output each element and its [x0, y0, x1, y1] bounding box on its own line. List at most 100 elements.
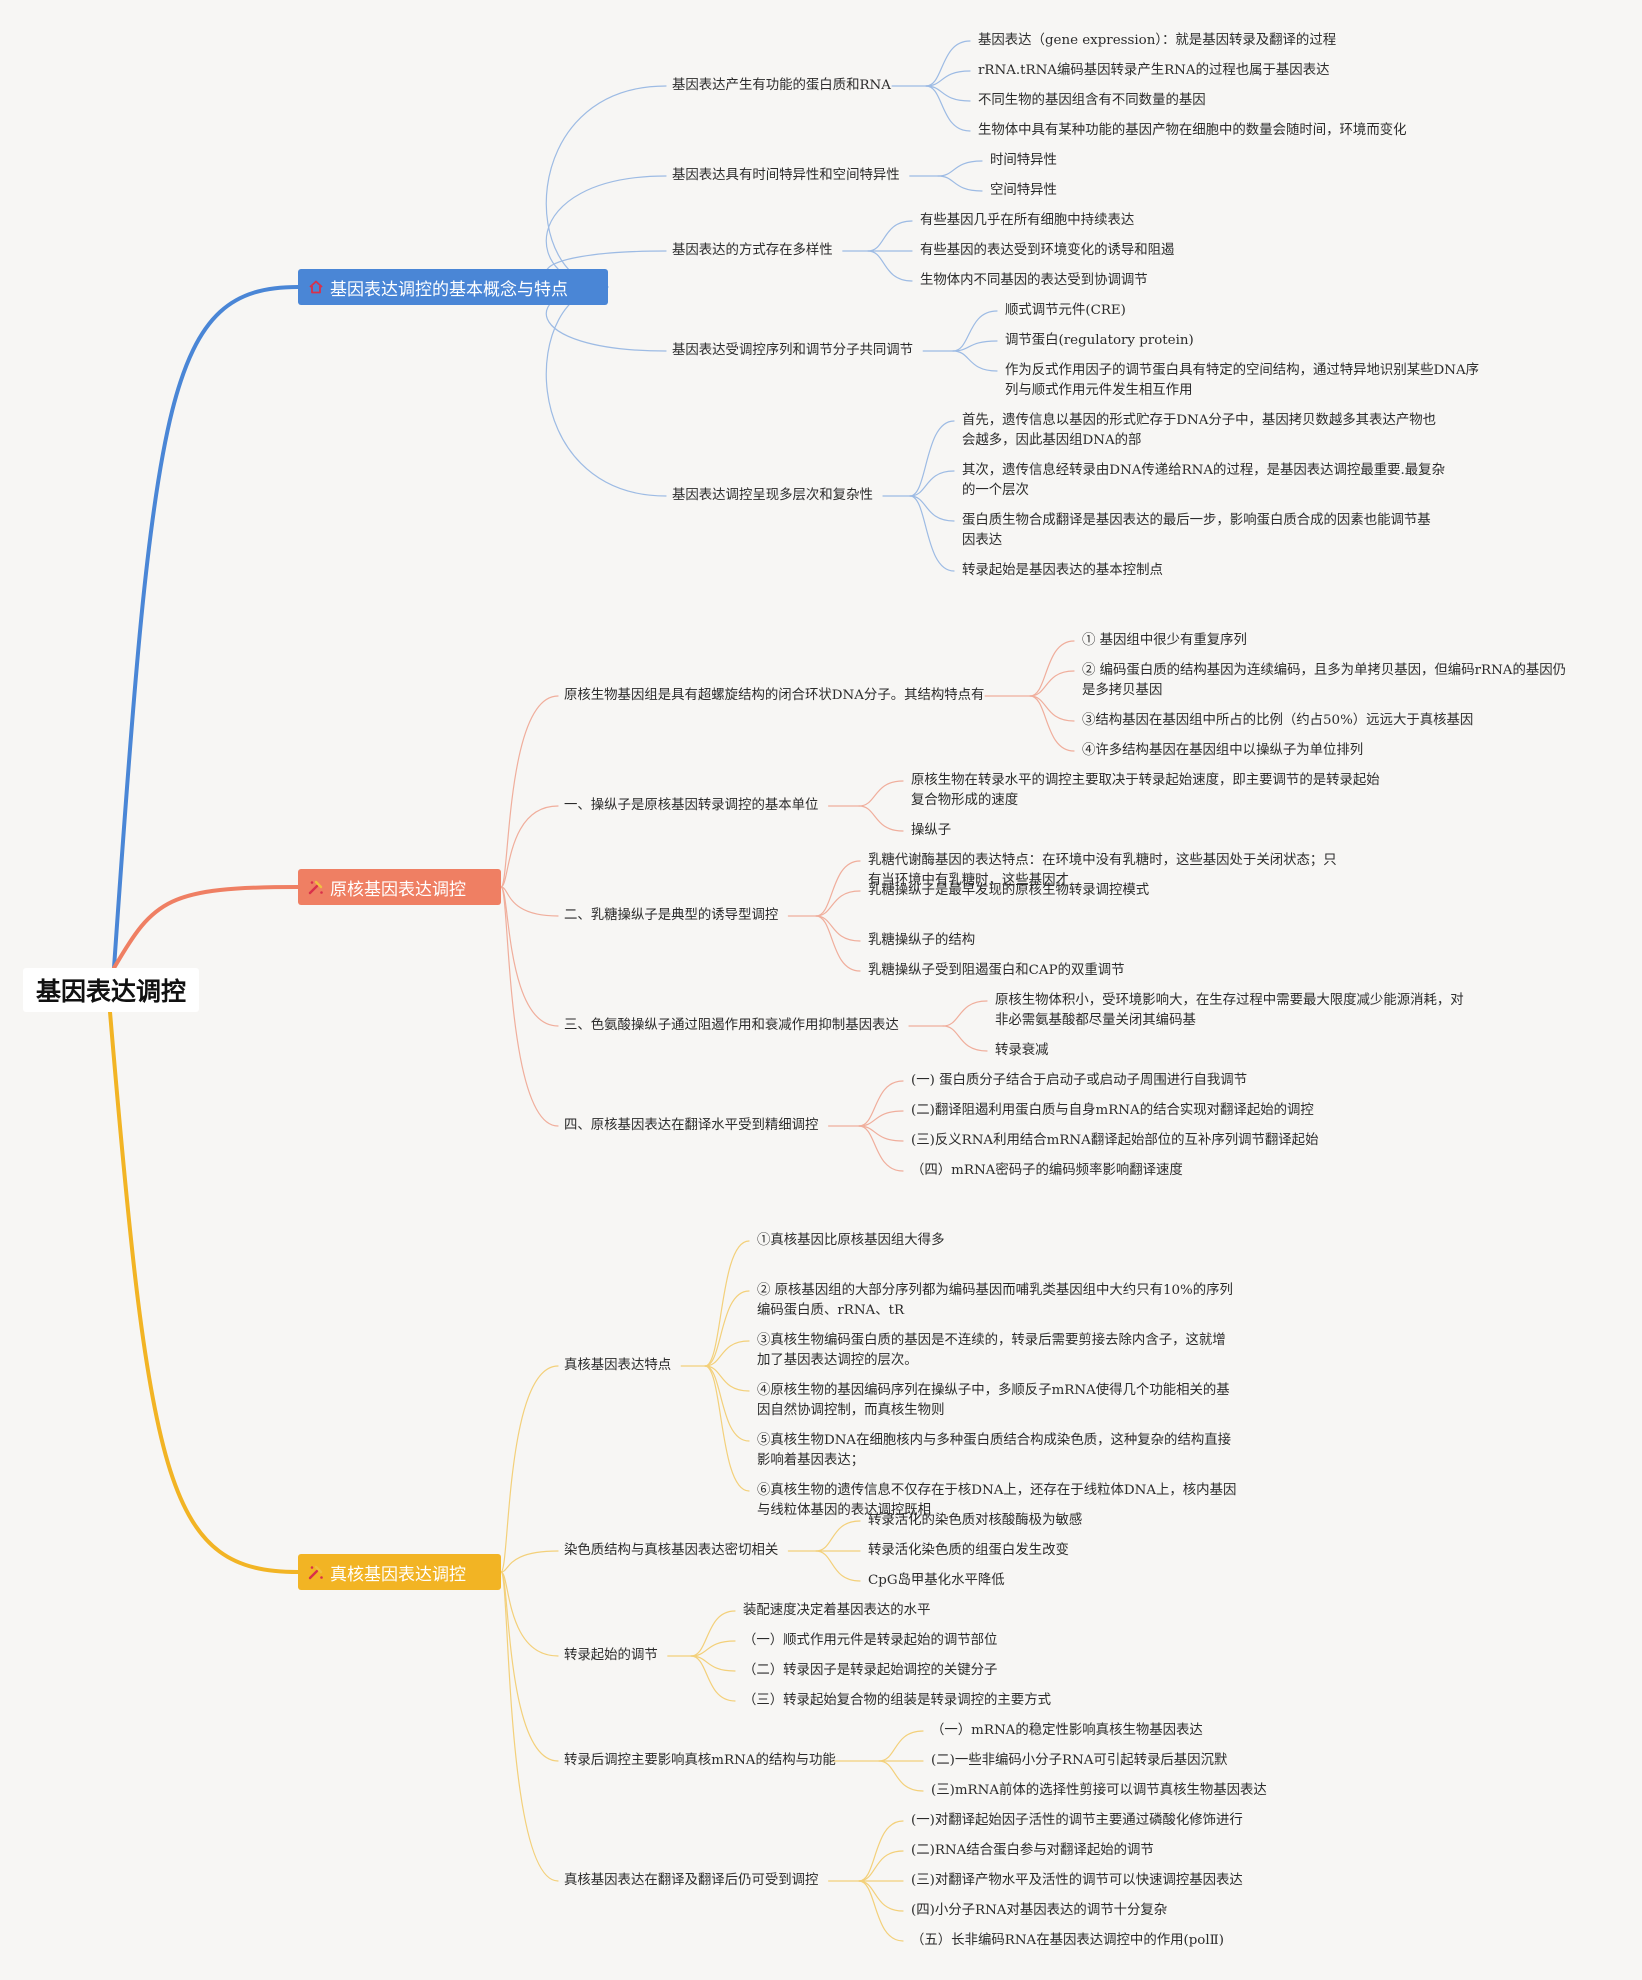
child-connector [500, 1550, 559, 1573]
leaf-connector [815, 915, 861, 972]
tools-icon [306, 1562, 326, 1582]
leaf-item[interactable]: rRNA.tRNA编码基因转录产生RNA的过程也属于基因表达 [978, 63, 1330, 78]
topic-1[interactable]: 基因表达调控的基本概念与特点 [298, 269, 608, 305]
leaf-item[interactable]: (三)mRNA前体的选择性剪接可以调节真核生物基因表达 [931, 1783, 1267, 1798]
leaf-connector [858, 1850, 904, 1882]
leaf-item[interactable]: 转录起始是基因表达的基本控制点 [962, 563, 1163, 578]
leaf-item[interactable]: 调节蛋白(regulatory protein) [1005, 333, 1194, 348]
leaf-item[interactable]: 转录活化染色质的组蛋白发生改变 [868, 1543, 1069, 1558]
leaf-item[interactable]: 时间特异性 [990, 153, 1057, 168]
topic-label: 基因表达调控的基本概念与特点 [330, 279, 568, 300]
child-connector [545, 85, 667, 288]
leaf-item[interactable]: ①真核基因比原核基因组大得多 [757, 1233, 945, 1248]
topic-label: 原核基因表达调控 [330, 879, 466, 900]
leaf-item[interactable]: ② 编码蛋白质的结构基因为连续编码，且多为单拷贝基因，但编码rRNA的基因仍 是… [1082, 663, 1567, 698]
child-connector [500, 1571, 559, 1657]
home-icon [306, 277, 326, 297]
leaf-connector [909, 495, 955, 572]
leaf-item[interactable]: (四)小分子RNA对基因表达的调节十分复杂 [911, 1903, 1168, 1918]
leaf-item[interactable]: 基因表达（gene expression）：就是基因转录及翻译的过程 [978, 33, 1337, 48]
leaf-connector [878, 1760, 924, 1792]
subtopic-node[interactable]: 基因表达产生有功能的蛋白质和RNA [672, 78, 891, 93]
leaf-item[interactable]: 作为反式作用因子的调节蛋白具有特定的空间结构，通过特异地识别某些DNA序 列与顺… [1005, 363, 1480, 398]
leaf-connector [937, 175, 983, 192]
topic-2[interactable]: 原核基因表达调控 [298, 869, 501, 905]
subtopic-node[interactable]: 真核基因表达特点 [564, 1358, 672, 1373]
leaf-item[interactable]: (二)翻译阻遏利用蛋白质与自身mRNA的结合实现对翻译起始的调控 [911, 1103, 1314, 1118]
leaf-item[interactable]: (一)对翻译起始因子活性的调节主要通过磷酸化修饰进行 [911, 1813, 1243, 1828]
leaf-connector [815, 1520, 861, 1552]
leaf-item[interactable]: ⑥真核生物的遗传信息不仅存在于核DNA上，还存在于线粒体DNA上，核内基因 与线… [757, 1483, 1237, 1518]
branch-connector [112, 885, 300, 970]
leaf-item[interactable]: 原核生物在转录水平的调控主要取决于转录起始速度，即主要调节的是转录起始 复合物形… [911, 773, 1380, 808]
leaf-item[interactable]: 转录活化的染色质对核酸酶极为敏感 [868, 1513, 1083, 1528]
leaf-item[interactable]: 其次，遗传信息经转录由DNA传递给RNA的过程，是基因表达调控最重要.最复杂 的… [962, 463, 1445, 498]
subtopic-node[interactable]: 染色质结构与真核基因表达密切相关 [564, 1543, 779, 1558]
leaf-item[interactable]: (二)一些非编码小分子RNA可引起转录后基因沉默 [931, 1753, 1228, 1768]
subtopic-node[interactable]: 真核基因表达在翻译及翻译后仍可受到调控 [564, 1873, 819, 1888]
leaf-item[interactable]: 生物体内不同基因的表达受到协调调节 [920, 273, 1148, 288]
leaf-item[interactable]: ② 原核基因组的大部分序列都为编码基因而哺乳类基因组中大约只有10%的序列 编码… [757, 1283, 1233, 1318]
subtopic-node[interactable]: 原核生物基因组是具有超螺旋结构的闭合环状DNA分子。其结构特点有 [564, 688, 985, 703]
leaf-item[interactable]: ③结构基因在基因组中所占的比例（约占50%）远远大于真核基因 [1082, 713, 1474, 728]
leaf-item[interactable]: 首先，遗传信息以基因的形式贮存于DNA分子中，基因拷贝数越多其表达产物也 会越多… [962, 413, 1437, 448]
leaf-item[interactable]: （五）长非编码RNA在基因表达调控中的作用(polⅡ) [911, 1933, 1224, 1948]
leaf-item[interactable]: (三)反义RNA利用结合mRNA翻译起始部位的互补序列调节翻译起始 [911, 1133, 1319, 1148]
leaf-item[interactable]: 蛋白质生物合成翻译是基因表达的最后一步，影响蛋白质合成的因素也能调节基 因表达 [962, 513, 1431, 548]
leaf-item[interactable]: 顺式调节元件(CRE) [1005, 303, 1126, 318]
leaf-item[interactable]: (一) 蛋白质分子结合于启动子或启动子周围进行自我调节 [911, 1073, 1248, 1088]
subtopic-node[interactable]: 基因表达的方式存在多样性 [672, 243, 833, 258]
leaf-item[interactable]: 乳糖操纵子是最早发现的原核生物转录调控模式 [868, 883, 1150, 898]
leaf-connector [925, 70, 971, 87]
leaf-item[interactable]: ① 基因组中很少有重复序列 [1082, 633, 1247, 648]
leaf-item[interactable]: 装配速度决定着基因表达的水平 [743, 1603, 931, 1618]
leaf-item[interactable]: 转录衰减 [995, 1043, 1049, 1058]
leaf-item[interactable]: 乳糖操纵子受到阻遏蛋白和CAP的双重调节 [868, 963, 1125, 978]
leaf-connector [858, 1110, 904, 1127]
root-node[interactable]: 基因表达调控 [23, 968, 199, 1012]
leaf-item[interactable]: ③真核生物编码蛋白质的基因是不连续的，转录后需要剪接去除内含子，这就增 加了基因… [757, 1333, 1226, 1368]
leaf-connector [858, 1125, 904, 1172]
topic-3[interactable]: 真核基因表达调控 [298, 1554, 501, 1590]
leaf-connector [942, 1025, 988, 1052]
leaf-item[interactable]: 空间特异性 [990, 183, 1057, 198]
leaf-item[interactable]: ④原核生物的基因编码序列在操纵子中，多顺反子mRNA使得几个功能相关的基 因自然… [757, 1383, 1230, 1418]
subtopic-node[interactable]: 四、原核基因表达在翻译水平受到精细调控 [564, 1118, 819, 1133]
leaf-item[interactable]: （一）顺式作用元件是转录起始的调节部位 [743, 1633, 998, 1648]
leaf-item[interactable]: 乳糖代谢酶基因的表达特点：在环境中没有乳糖时，这些基因处于关闭状态；只 有当环境… [868, 853, 1337, 888]
leaf-item[interactable]: （一）mRNA的稳定性影响真核生物基因表达 [931, 1723, 1203, 1738]
subtopic-node[interactable]: 一、操纵子是原核基因转录调控的基本单位 [564, 798, 819, 813]
subtopic-node[interactable]: 三、色氨酸操纵子通过阻遏作用和衰减作用抑制基因表达 [564, 1018, 899, 1033]
leaf-connector [858, 1880, 904, 1942]
subtopic-node[interactable]: 基因表达受调控序列和调节分子共同调节 [672, 343, 914, 358]
subtopic-node[interactable]: 基因表达调控呈现多层次和复杂性 [672, 488, 873, 503]
leaf-item[interactable]: 原核生物体积小，受环境影响大，在生存过程中需要最大限度减少能源消耗，对 非必需氨… [995, 993, 1464, 1028]
subtopic-node[interactable]: 基因表达具有时间特异性和空间特异性 [672, 168, 900, 183]
leaf-connector [858, 805, 904, 832]
leaf-item[interactable]: ⑤真核生物DNA在细胞核内与多种蛋白质结合构成染色质，这种复杂的结构直接 影响着… [757, 1433, 1232, 1468]
leaf-item[interactable]: (二)RNA结合蛋白参与对翻译起始的调节 [911, 1843, 1154, 1858]
leaf-connector [909, 470, 955, 497]
leaf-connector [858, 1820, 904, 1882]
subtopic-node[interactable]: 二、乳糖操纵子是典型的诱导型调控 [564, 908, 779, 923]
leaf-item[interactable]: 不同生物的基因组含有不同数量的基因 [978, 93, 1206, 108]
leaf-item[interactable]: （二）转录因子是转录起始调控的关键分子 [743, 1663, 998, 1678]
leaf-item[interactable]: 乳糖操纵子的结构 [868, 933, 976, 948]
leaf-item[interactable]: （三）转录起始复合物的组装是转录调控的主要方式 [743, 1693, 1051, 1708]
subtopic-node[interactable]: 转录后调控主要影响真核mRNA的结构与功能 [564, 1753, 836, 1768]
leaf-item[interactable]: 生物体中具有某种功能的基因产物在细胞中的数量会随时间，环境而变化 [978, 123, 1407, 138]
leaf-connector [704, 1365, 750, 1442]
subtopic-node[interactable]: 转录起始的调节 [564, 1648, 658, 1663]
leaf-connector [704, 1340, 750, 1367]
leaf-item[interactable]: 操纵子 [911, 823, 952, 838]
child-connector [500, 1571, 559, 1762]
leaf-item[interactable]: 有些基因几乎在所有细胞中持续表达 [920, 213, 1135, 228]
leaf-item[interactable]: CpG岛甲基化水平降低 [868, 1573, 1005, 1588]
leaf-item[interactable]: （四）mRNA密码子的编码频率影响翻译速度 [911, 1163, 1183, 1178]
leaf-item[interactable]: ④许多结构基因在基因组中以操纵子为单位排列 [1082, 743, 1364, 758]
leaf-connector [704, 1240, 750, 1367]
child-connector [500, 1571, 559, 1882]
leaf-item[interactable]: (三)对翻译产物水平及活性的调节可以快速调控基因表达 [911, 1873, 1243, 1888]
leaf-item[interactable]: 有些基因的表达受到环境变化的诱导和阻遏 [920, 243, 1175, 258]
